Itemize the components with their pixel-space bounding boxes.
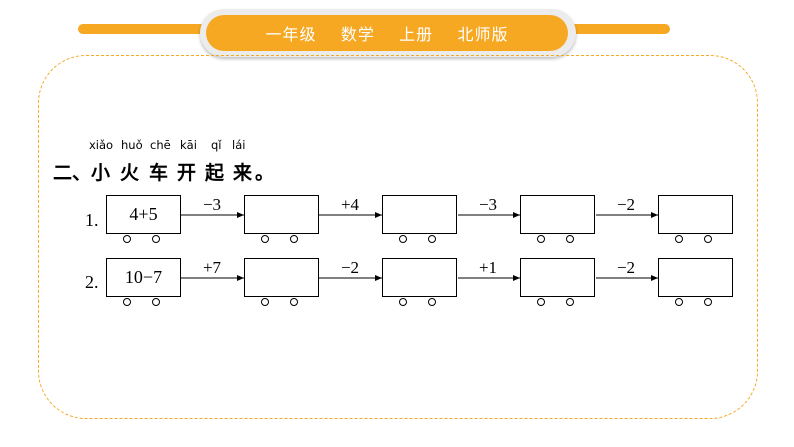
wheel xyxy=(428,298,436,306)
wheel xyxy=(123,235,131,243)
title-char-kai: 开 xyxy=(177,162,197,184)
train-car-answer[interactable] xyxy=(244,258,319,297)
wheel xyxy=(261,235,269,243)
wheel xyxy=(675,298,683,306)
op-r1-4: −2 xyxy=(616,195,636,214)
wheel xyxy=(675,235,683,243)
op-r2-3: +1 xyxy=(478,258,498,277)
wheel xyxy=(261,298,269,306)
train-car-answer[interactable] xyxy=(520,195,595,234)
train-car-answer[interactable] xyxy=(244,195,319,234)
pinyin-qi: qǐ xyxy=(211,138,222,152)
title-char-xiao: 小 xyxy=(91,162,111,184)
op-r1-1: −3 xyxy=(202,195,222,214)
row-1-label: 1. xyxy=(85,210,99,230)
title-char-che: 车 xyxy=(149,162,169,184)
pinyin-che: chē xyxy=(150,138,171,152)
header-bar-right xyxy=(565,24,670,34)
train-car-answer[interactable] xyxy=(382,258,457,297)
op-r2-4: −2 xyxy=(616,258,636,277)
wheel xyxy=(537,298,545,306)
wheel xyxy=(704,235,712,243)
wheel xyxy=(566,298,574,306)
wheel xyxy=(290,235,298,243)
title-char-huo: 火 xyxy=(120,162,140,184)
wheel xyxy=(704,298,712,306)
train-car-answer[interactable] xyxy=(520,258,595,297)
title-char-qi: 起 xyxy=(205,162,225,184)
op-r2-2: −2 xyxy=(340,258,360,277)
pinyin-xiao: xiǎo xyxy=(89,138,114,152)
wheel xyxy=(399,235,407,243)
train-car-start: 4+5 xyxy=(106,195,181,234)
train-car-start: 10−7 xyxy=(106,258,181,297)
op-r2-1: +7 xyxy=(202,258,222,277)
wheel xyxy=(399,298,407,306)
pinyin-kai: kāi xyxy=(180,138,197,152)
header-bar-left xyxy=(78,24,218,34)
train-car-answer[interactable] xyxy=(658,258,733,297)
wheel xyxy=(566,235,574,243)
op-r1-3: −3 xyxy=(478,195,498,214)
wheel xyxy=(152,235,160,243)
wheel xyxy=(123,298,131,306)
wheel xyxy=(428,235,436,243)
wheel xyxy=(290,298,298,306)
pinyin-lai: lái xyxy=(232,138,246,152)
pinyin-huo: huǒ xyxy=(121,138,143,152)
title-char-lai: 来 xyxy=(233,162,253,184)
wheel xyxy=(152,298,160,306)
wheel xyxy=(537,235,545,243)
header-title: 一年级 数学 上册 北师版 xyxy=(206,15,568,51)
op-r1-2: +4 xyxy=(340,195,360,214)
section-number: 二、 xyxy=(53,162,92,184)
content-frame xyxy=(38,55,758,419)
title-period: 。 xyxy=(255,162,275,184)
train-car-answer[interactable] xyxy=(658,195,733,234)
row-2-label: 2. xyxy=(85,272,99,292)
train-car-answer[interactable] xyxy=(382,195,457,234)
